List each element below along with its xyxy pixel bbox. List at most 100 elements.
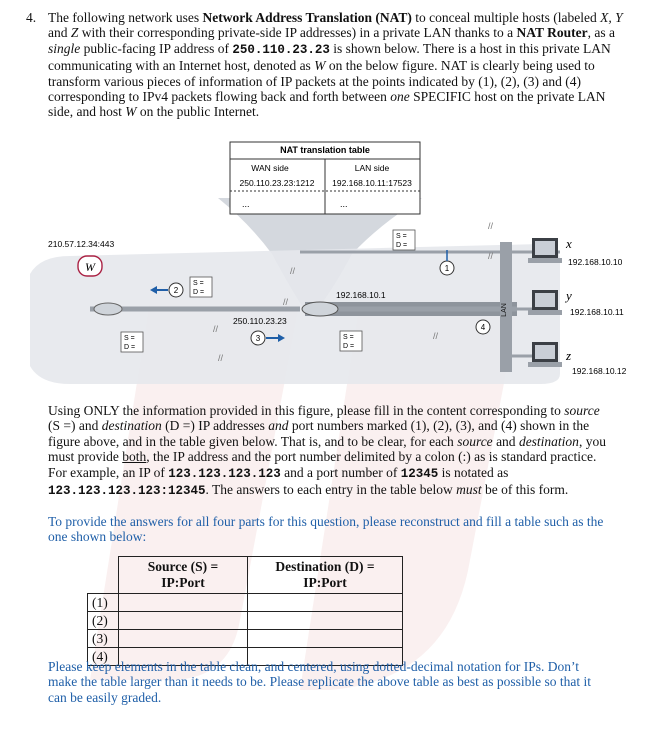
closing-note: Please keep elements in the table clean,… (48, 659, 591, 705)
question.text_runs-run: W (314, 58, 326, 74)
instructions.runs-run: (S =) and (48, 418, 102, 434)
nat-router (301, 301, 339, 317)
question.text_runs-run: and (48, 25, 71, 41)
instructions.runs-run: must (456, 482, 482, 498)
lan-bus-label: LAN (501, 303, 508, 317)
marker-3: 3 (250, 330, 285, 346)
host-x: x 192.168.10.10 (528, 236, 623, 267)
svg-text:192.168.10.11: 192.168.10.11 (570, 307, 624, 317)
lan-entry: 192.168.10.11:17523 (332, 178, 412, 188)
svg-text://: // (433, 331, 439, 341)
svg-text:4: 4 (481, 323, 486, 332)
destination-cell[interactable] (247, 629, 403, 648)
source-cell[interactable] (118, 593, 248, 612)
question.text_runs-run: W (125, 104, 137, 120)
instructions.runs-run: 12345 (400, 466, 439, 481)
instructions.runs-run: Using ONLY the information provided in t… (48, 403, 565, 418)
svg-text:2: 2 (174, 286, 179, 295)
question.text_runs-run: SPECIFIC host on the private LAN side, a… (48, 89, 606, 120)
instructions.runs-run: 123.123.123.123 (168, 466, 281, 481)
question.text_runs-run: single (48, 40, 81, 56)
svg-text:1: 1 (445, 264, 450, 273)
question.text_runs-run: is shown below. There is a host in this … (48, 40, 611, 74)
question.text_runs-run: 250.110.23.23 (232, 42, 330, 57)
answer-table: Source (S) = IP:Port Destination (D) = I… (87, 556, 403, 666)
destination-cell[interactable] (247, 647, 403, 666)
svg-text://: // (488, 251, 494, 261)
svg-text:z: z (565, 348, 571, 363)
host-y: y 192.168.10.11 (528, 288, 624, 317)
svg-text:D =: D = (193, 289, 204, 296)
svg-text:192.168.10.10: 192.168.10.10 (568, 257, 623, 267)
question.text_runs-run: NAT Router (516, 25, 588, 41)
source-cell[interactable] (118, 629, 248, 648)
instructions.runs-run: (D =) IP addresses (161, 418, 269, 434)
question.text_runs-run: on the below figure. NAT is clearly bein… (48, 58, 595, 105)
instructions.runs-run: and (492, 433, 519, 449)
instructions.runs-run: source (564, 403, 600, 418)
question.text_runs-run: The following network uses (48, 10, 203, 25)
svg-text://: // (218, 353, 224, 363)
question.text_runs-run: public-facing IP address of (80, 40, 233, 56)
sd-box-2: S = D = (189, 276, 213, 298)
svg-text://: // (283, 297, 289, 307)
network-cloud (30, 244, 560, 384)
host-z: z 192.168.10.12 (528, 342, 627, 376)
svg-text:S =: S = (343, 334, 354, 341)
question.text_runs-run: , as a (587, 25, 616, 41)
table-row: (1) (87, 593, 403, 612)
source-cell[interactable] (118, 611, 248, 630)
instructions.runs-run: , the IP address and the port number del… (48, 449, 597, 480)
host-w-node (77, 255, 103, 277)
svg-text:S =: S = (396, 233, 407, 240)
question.text_runs-run: Z (70, 25, 79, 41)
instructions.runs-run: destination (518, 433, 579, 449)
sd-box-left: S = D = (120, 331, 144, 353)
question-number: 4. (26, 10, 37, 25)
internet-router (93, 302, 123, 316)
marker-2: 2 (150, 282, 184, 298)
instructions-paragraph: Using ONLY the information provided in t… (48, 403, 608, 499)
reconstruct-note: To provide the answers for all four part… (48, 514, 604, 545)
destination-header: Destination (D) = IP:Port (247, 556, 403, 594)
question.text_runs-run: with their corresponding private-side IP… (78, 25, 517, 41)
answer-table-corner (87, 556, 119, 594)
row-label: (3) (87, 629, 119, 648)
row-label: (1) (87, 593, 119, 612)
lan-side-header: LAN side (355, 163, 390, 173)
svg-text:D =: D = (343, 343, 354, 350)
instructions.runs-run: destination (101, 418, 162, 434)
question.text_runs-run: X, Y (600, 10, 623, 25)
destination-cell[interactable] (247, 593, 403, 612)
instructions.runs-run: and a port number of (280, 464, 401, 480)
svg-text:192.168.10.12: 192.168.10.12 (572, 366, 627, 376)
lan-bus (500, 242, 512, 372)
svg-text:D =: D = (396, 242, 407, 249)
table-row: (3) (87, 629, 403, 648)
source-header: Source (S) = IP:Port (118, 556, 248, 594)
svg-text:D =: D = (124, 344, 135, 351)
svg-text:S =: S = (193, 280, 204, 287)
instructions.runs-run: 123.123.123.123:12345 (48, 484, 206, 499)
table-row: (4) (87, 647, 403, 666)
table-row: (2) (87, 611, 403, 630)
host-w-label: W (85, 260, 96, 274)
nat-table-title: NAT translation table (280, 145, 370, 155)
marker-4: 4 (475, 319, 491, 335)
host-w-ip: 210.57.12.34:443 (48, 239, 114, 249)
svg-text://: // (213, 324, 219, 334)
instructions.runs-run: is notated as (438, 464, 509, 480)
wan-side-header: WAN side (251, 163, 289, 173)
svg-text:3: 3 (256, 334, 261, 343)
instructions.runs-run: . The answers to each entry in the table… (205, 482, 457, 498)
question.text_runs-run: one (390, 89, 410, 105)
marker-1: 1 (439, 250, 455, 276)
row-label: (2) (87, 611, 119, 630)
svg-text://: // (488, 221, 494, 231)
svg-text:x: x (565, 236, 572, 251)
question.text_runs-run: Network Address Translation (NAT) (202, 10, 412, 25)
destination-cell[interactable] (247, 611, 403, 630)
router-private-ip: 192.168.10.1 (336, 290, 386, 300)
sd-box-mid: S = D = (339, 330, 363, 352)
router-public-ip: 250.110.23.23 (233, 316, 287, 326)
